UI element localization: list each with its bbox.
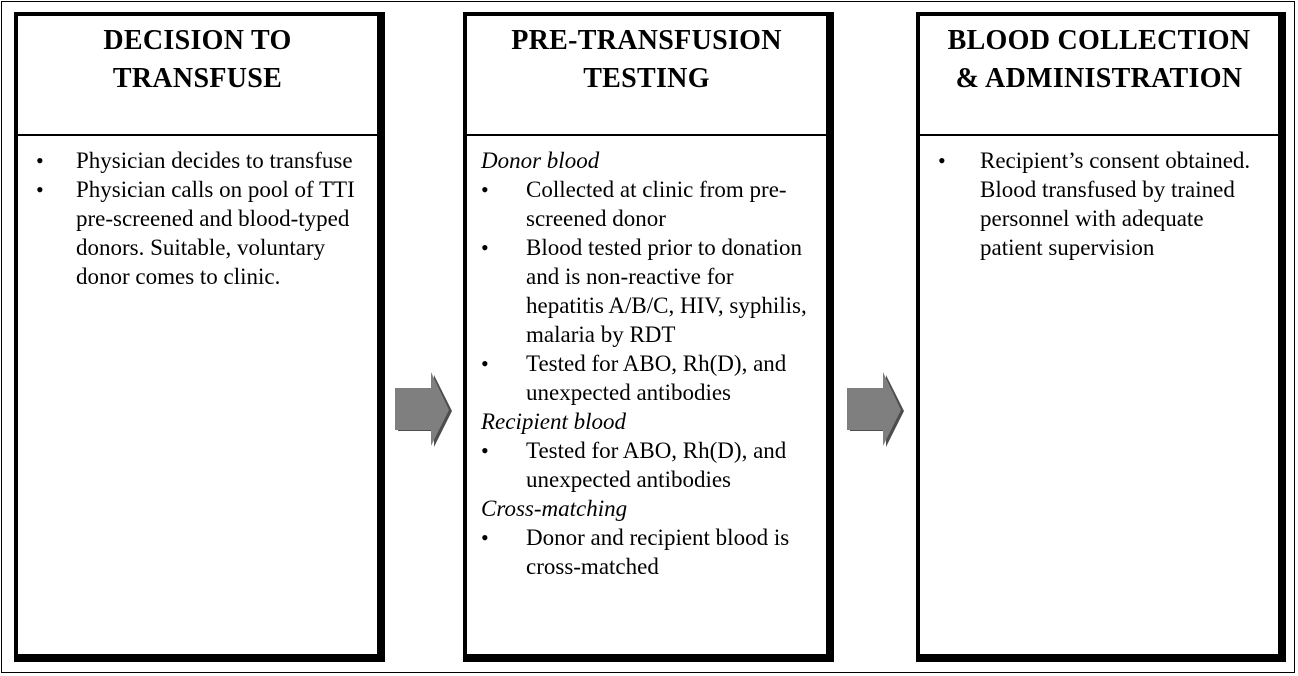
step-body: Recipient’s consent obtained. Blood tran… — [920, 136, 1278, 262]
section-heading-recipient: Recipient blood — [481, 409, 626, 434]
bullet-item: Donor and recipient blood is cross-match… — [481, 523, 816, 581]
bullet-item: Collected at clinic from pre-screened do… — [481, 175, 816, 233]
title-line-2: & ADMINISTRATION — [955, 63, 1243, 94]
bullet-item: Blood tested prior to donation and is no… — [481, 233, 816, 349]
step-title: DECISION TO TRANSFUSE — [18, 16, 377, 136]
step-body: Donor blood Collected at clinic from pre… — [467, 136, 826, 581]
title-line-2: TESTING — [583, 63, 710, 94]
title-line-1: PRE-TRANSFUSION — [511, 25, 782, 56]
bullet-list: Recipient’s consent obtained. Blood tran… — [938, 146, 1268, 262]
bullet-item: Tested for ABO, Rh(D), and unexpected an… — [481, 436, 816, 494]
bullet-list: Donor and recipient blood is cross-match… — [481, 523, 816, 581]
step-title: BLOOD COLLECTION & ADMINISTRATION — [920, 16, 1278, 136]
right-arrow-icon — [847, 372, 904, 447]
step-box-collection: BLOOD COLLECTION & ADMINISTRATION Recipi… — [916, 12, 1286, 662]
title-line-1: DECISION TO — [103, 25, 292, 56]
step-title: PRE-TRANSFUSION TESTING — [467, 16, 826, 136]
bullet-item: Recipient’s consent obtained. Blood tran… — [938, 146, 1268, 262]
bullet-item: Physician decides to transfuse — [36, 146, 367, 175]
step-box-decision: DECISION TO TRANSFUSE Physician decides … — [14, 12, 385, 662]
section-heading-crossmatch: Cross-matching — [481, 496, 628, 521]
bullet-item: Tested for ABO, Rh(D), and unexpected an… — [481, 349, 816, 407]
bullet-list: Collected at clinic from pre-screened do… — [481, 175, 816, 407]
title-line-2: TRANSFUSE — [112, 63, 283, 94]
section-heading-donor: Donor blood — [481, 148, 600, 173]
bullet-list: Tested for ABO, Rh(D), and unexpected an… — [481, 436, 816, 494]
title-line-1: BLOOD COLLECTION — [947, 25, 1251, 56]
right-arrow-icon — [395, 372, 452, 447]
step-box-pretransfusion: PRE-TRANSFUSION TESTING Donor blood Coll… — [463, 12, 834, 662]
step-body: Physician decides to transfuse Physician… — [18, 136, 377, 291]
bullet-list: Physician decides to transfuse Physician… — [36, 146, 367, 291]
bullet-item: Physician calls on pool of TTI pre-scree… — [36, 175, 367, 291]
